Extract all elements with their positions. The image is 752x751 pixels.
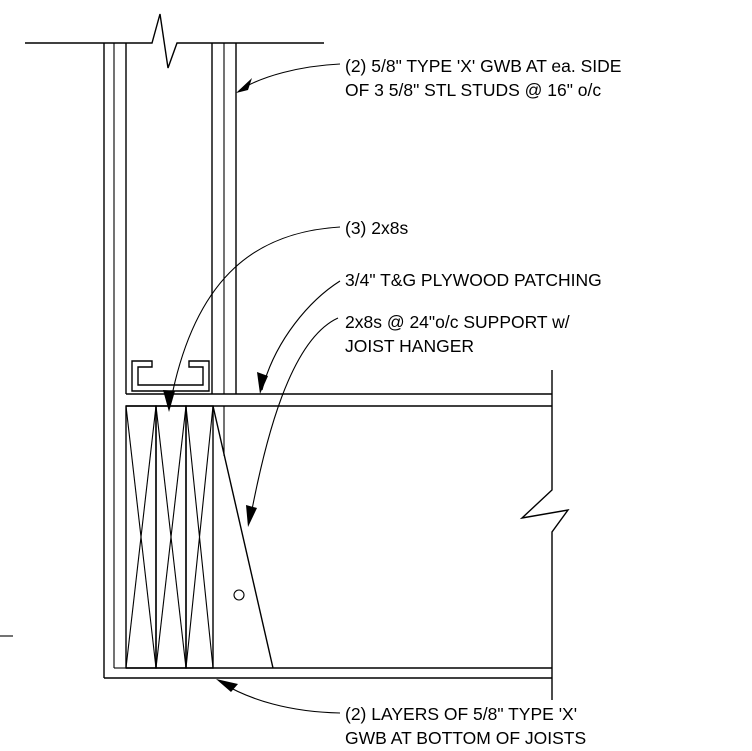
- arrowhead-blocking: [163, 390, 175, 412]
- note-support-line1: 2x8s @ 24"o/c SUPPORT w/: [345, 312, 570, 332]
- arrowhead-ceiling-gwb: [216, 679, 238, 692]
- leader-wall-gwb: [239, 63, 341, 91]
- note-ceiling-gwb-line1: (2) LAYERS OF 5/8" TYPE 'X': [345, 704, 577, 724]
- arrowhead-wall-gwb: [236, 78, 252, 93]
- wall-assembly: [103, 43, 237, 678]
- joist-and-ceiling: [104, 667, 552, 679]
- leader-ceiling-gwb: [221, 682, 341, 714]
- note-ceiling-gwb-line2: GWB AT BOTTOM OF JOISTS: [345, 728, 586, 748]
- note-wall-gwb-line2: OF 3 5/8" STL STUDS @ 16" o/c: [345, 80, 601, 100]
- plywood-patching: [126, 393, 552, 407]
- joist-hanger-support: [212, 405, 274, 669]
- leader-support: [249, 317, 339, 521]
- leader-plywood: [261, 280, 341, 391]
- note-support-line2: JOIST HANGER: [345, 336, 474, 356]
- arrowhead-plywood: [257, 372, 268, 394]
- hanger-bolt: [233, 589, 245, 601]
- steel-track: [131, 360, 210, 392]
- leaders: [163, 63, 341, 714]
- leader-blocking: [169, 226, 341, 406]
- note-wall-gwb-line1: (2) 5/8" TYPE 'X' GWB AT ea. SIDE: [345, 56, 621, 76]
- blocking-2x8s: [125, 405, 214, 669]
- arrowhead-support: [246, 505, 257, 527]
- top-floor-line: [25, 13, 324, 69]
- right-break-line: [519, 370, 570, 700]
- note-plywood: 3/4" T&G PLYWOOD PATCHING: [345, 270, 602, 290]
- note-blocking: (3) 2x8s: [345, 218, 408, 238]
